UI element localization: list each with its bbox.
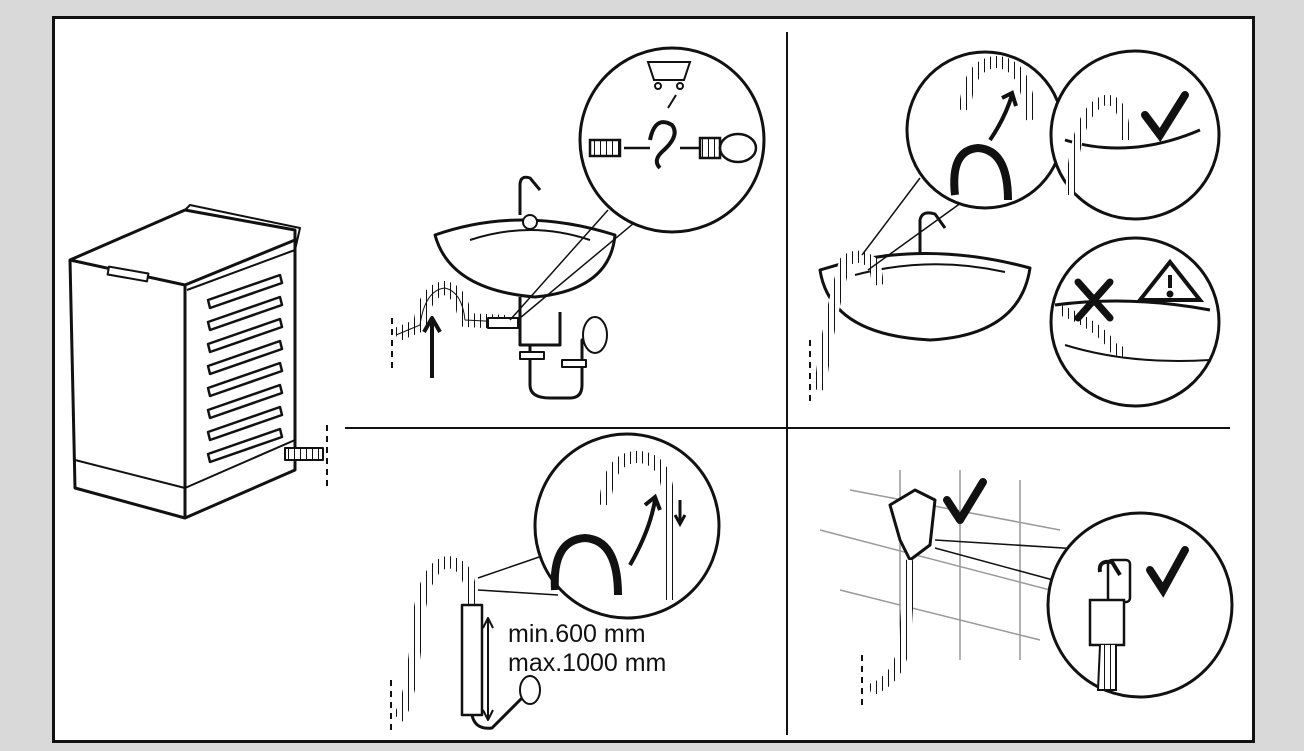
wall-drain-callout [1046,511,1234,699]
warning-triangle-icon [1135,258,1205,302]
check-mark-icon [1141,91,1189,143]
panel-dividers [345,32,1230,735]
check-mark-icon [1146,546,1189,598]
x-mark-icon [1074,278,1114,322]
check-mark-icon [943,478,987,524]
standpipe-callout [533,432,721,620]
side-vents [206,273,284,464]
sink-detail-callout [578,46,766,234]
hose-connector-icon [588,120,758,170]
wrong-position-callout [1049,236,1221,408]
washing-machine-panel [68,204,328,520]
wall-drain-panel [819,470,1061,660]
standpipe-panel [390,554,559,730]
hose-guide-callout [905,50,1065,210]
height-arrow [482,617,494,721]
min-height-label: min.600 mm [508,620,646,648]
sink-trap-panel [391,175,641,400]
max-height-label: max.1000 mm [508,649,667,677]
shopping-cart-icon [646,61,692,109]
correct-position-callout [1049,49,1221,221]
sink-edge-panel [809,177,1032,405]
